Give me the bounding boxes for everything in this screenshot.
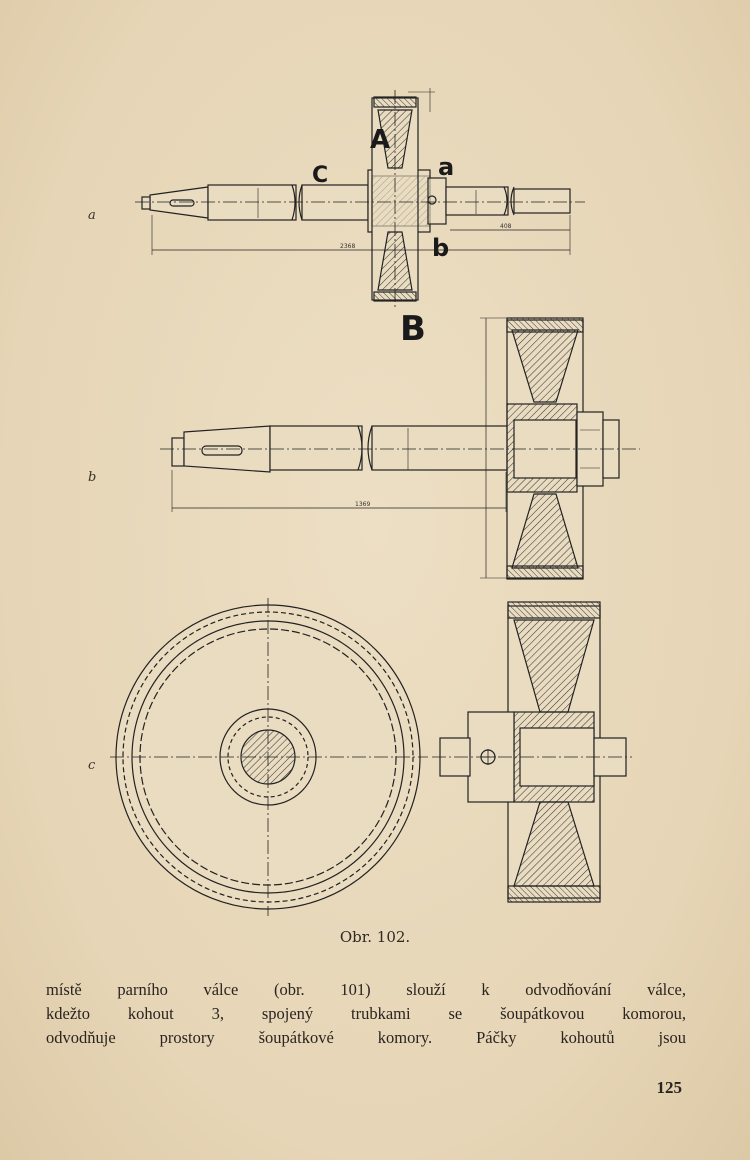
figure-caption: Obr. 102. [339,928,411,946]
dim-a-right: 408 [500,223,512,230]
subfigure-label-a: a [88,208,96,223]
drawing-b [160,317,640,580]
mark-A: A [370,125,390,155]
subfigure-label-c: c [88,758,96,773]
drawing-c [110,598,632,916]
dim-a-total: 2368 [340,243,355,250]
page-number: 125 [656,1078,683,1097]
drawing-a [135,88,585,308]
mark-B: B [400,309,426,349]
text-line: odvodňuje prostory šoupátkové komory. Pá… [46,1028,686,1047]
mark-b: b [432,234,449,262]
dim-b-total: 1369 [355,501,370,508]
technical-drawing: 2368 408 A B C a b [110,88,640,916]
text-line: kdežto kohout 3, spojený trubkami se šou… [46,1004,686,1023]
body-paragraph: místě parního válce (obr. 101) slouží k … [46,978,686,1050]
mark-C: C [312,163,328,188]
mark-a: a [438,153,454,181]
subfigure-label-b: b [88,470,97,485]
text-line: místě parního válce (obr. 101) slouží k … [46,980,686,999]
